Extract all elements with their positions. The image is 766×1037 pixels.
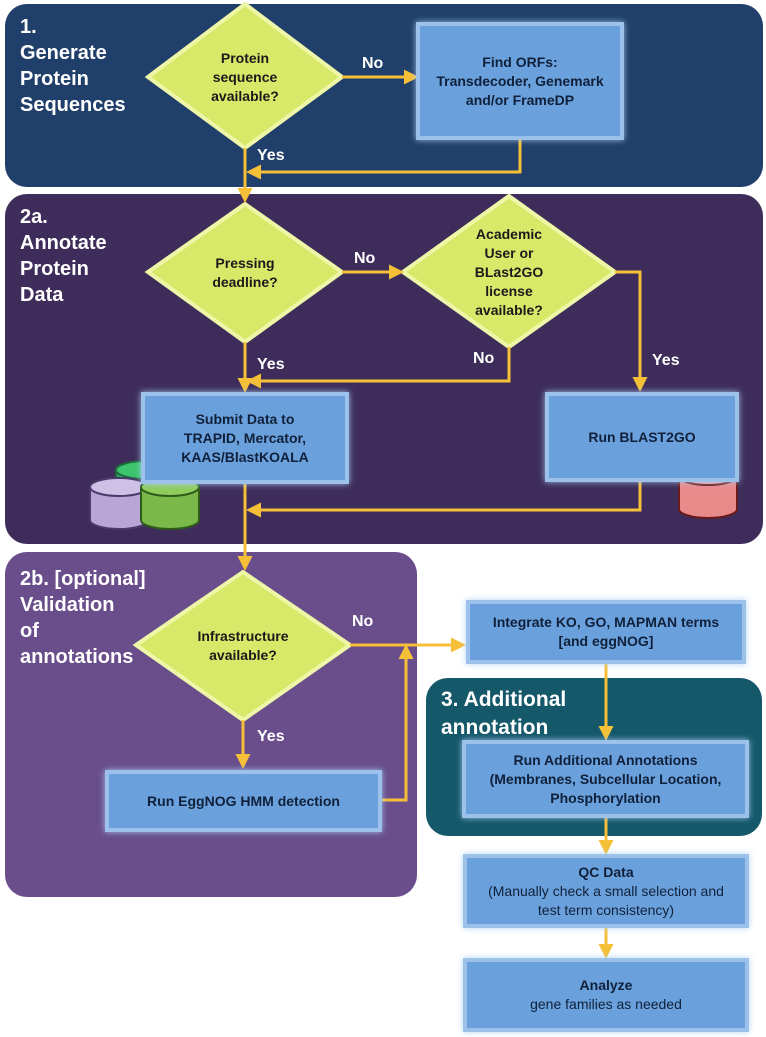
- run-eggnog-text: Run EggNOG HMM detection: [147, 792, 340, 809]
- section-2a-title: 2a. Annotate Protein Data: [20, 206, 107, 306]
- label-yes: Yes: [257, 728, 285, 745]
- integrate-terms-text: Integrate KO, GO, MAPMAN terms [and eggN…: [492, 614, 720, 649]
- find-orfs-box: Find ORFs: Transdecoder, Genemark and/or…: [416, 22, 624, 140]
- arrow-blast2go-return: [246, 482, 642, 518]
- label-no: No: [352, 613, 374, 630]
- decision-deadline-label: Pressing deadline?: [212, 255, 278, 290]
- additional-annotations-detail: (Membranes, Subcellular Location, Phosph…: [489, 770, 722, 806]
- label-yes: Yes: [652, 352, 680, 369]
- arrow-orfs-return: [246, 140, 522, 180]
- analyze-detail: gene families as needed: [530, 996, 682, 1012]
- integrate-terms-box: Integrate KO, GO, MAPMAN terms [and eggN…: [466, 600, 746, 664]
- run-blast2go-box: Run BLAST2GO: [545, 392, 739, 482]
- section-1-title: 1. Generate Protein Sequences: [20, 16, 126, 116]
- run-eggnog-box: Run EggNOG HMM detection: [105, 770, 382, 832]
- section-3-title: 3. Additional annotation: [441, 688, 567, 739]
- analyze-box: Analyze gene families as needed: [463, 958, 749, 1032]
- label-yes: Yes: [257, 147, 285, 164]
- section-1-panel: [5, 4, 763, 187]
- submit-data-text: Submit Data to TRAPID, Mercator, KAAS/Bl…: [181, 410, 309, 465]
- qc-data-detail: (Manually check a small selection and te…: [488, 882, 724, 918]
- decision-academic-label: Academic User or BLast2GO license availa…: [474, 225, 544, 318]
- run-blast2go-text: Run BLAST2GO: [588, 428, 696, 445]
- section-2b-title: 2b. [optional] Validation of annotations: [20, 568, 146, 668]
- label-no: No: [473, 350, 495, 367]
- decision-protein-label: Protein sequence available?: [211, 49, 279, 104]
- qc-data-box: QC Data (Manually check a small selectio…: [463, 854, 749, 928]
- submit-data-box: Submit Data to TRAPID, Mercator, KAAS/Bl…: [141, 392, 349, 484]
- arrow-eggnog-return: [382, 644, 414, 802]
- label-yes: Yes: [257, 356, 285, 373]
- label-no: No: [354, 250, 376, 267]
- additional-annotations-title: Run Additional Annotations: [513, 751, 698, 768]
- find-orfs-text: Find ORFs: Transdecoder, Genemark and/or…: [436, 53, 604, 108]
- arrow-academic-yes: [615, 270, 648, 392]
- analyze-title: Analyze: [579, 977, 633, 993]
- additional-annotations-box: Run Additional Annotations (Membranes, S…: [462, 740, 749, 818]
- arrow-academic-no: [246, 347, 511, 389]
- database-icon: [89, 460, 200, 530]
- decision-infrastructure-label: Infrastructure available?: [197, 628, 289, 663]
- label-no: No: [362, 55, 384, 72]
- qc-data-title: QC Data: [578, 863, 634, 880]
